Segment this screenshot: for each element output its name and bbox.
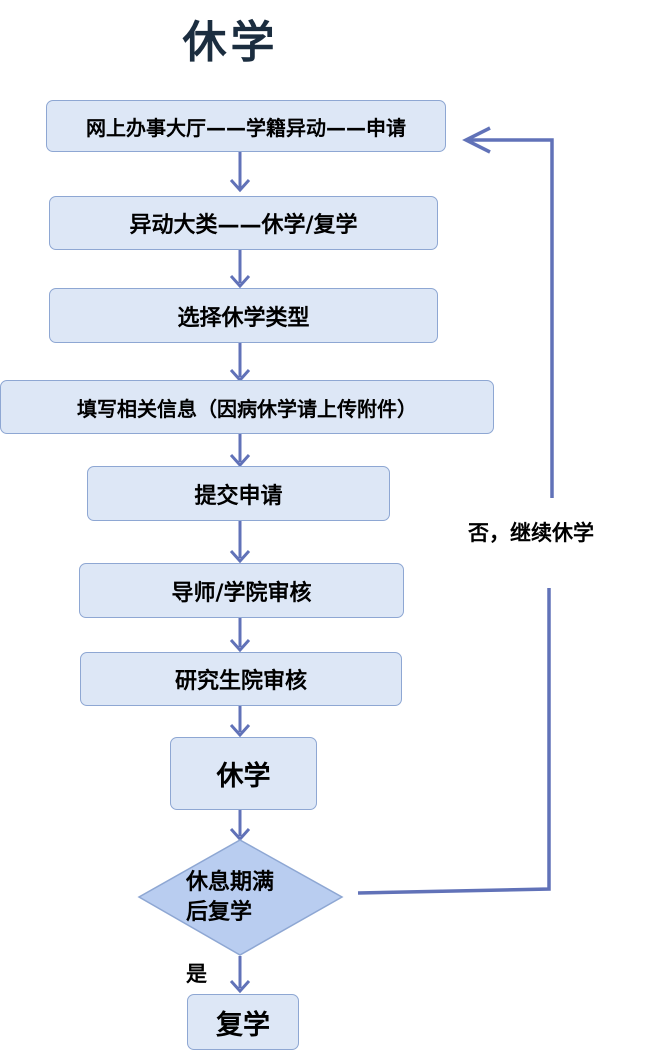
step-select-type: 选择休学类型 xyxy=(49,288,438,343)
step-resume-study: 复学 xyxy=(187,994,299,1050)
loop-lower-path xyxy=(357,588,551,895)
decision-diamond xyxy=(137,839,344,956)
step-fill-info: 填写相关信息（因病休学请上传附件） xyxy=(0,380,494,434)
decision-line-1: 休息期满 xyxy=(186,870,275,895)
yes-label: 是 xyxy=(186,962,207,986)
step-advisor-review: 导师/学院审核 xyxy=(79,563,404,618)
step-suspension: 休学 xyxy=(170,737,317,810)
decision-line-2: 后复学 xyxy=(186,900,253,925)
decision-text: 休息期满 后复学 xyxy=(186,868,306,928)
page-title: 休学 xyxy=(182,17,279,68)
step-submit: 提交申请 xyxy=(87,466,390,521)
step-change-category: 异动大类——休学/复学 xyxy=(49,196,438,250)
loop-upper-path xyxy=(468,138,554,498)
step-graduate-review: 研究生院审核 xyxy=(80,652,402,706)
loop-arrowhead xyxy=(462,126,491,154)
step-office-hall: 网上办事大厅——学籍异动——申请 xyxy=(46,100,446,152)
no-continue-label: 否，继续休学 xyxy=(468,521,594,545)
